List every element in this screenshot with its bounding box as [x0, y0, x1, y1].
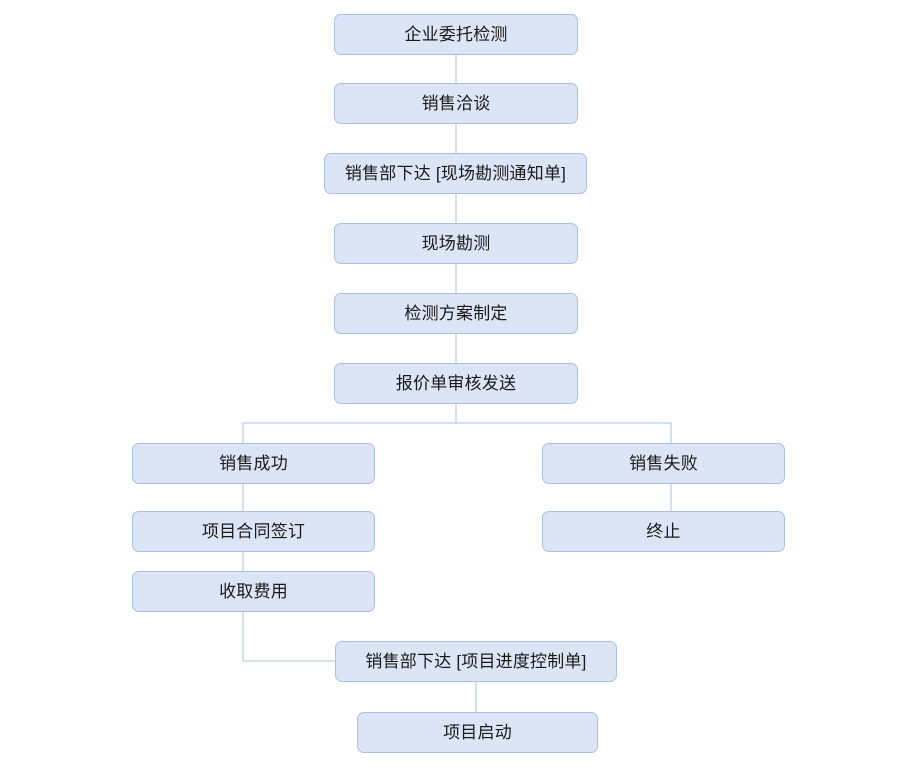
flowchart-node-n7[interactable]: 销售成功 — [132, 443, 375, 484]
flowchart-node-label: 销售部下达 [项目进度控制单] — [365, 652, 587, 671]
flowchart-node-n10[interactable]: 终止 — [542, 511, 785, 552]
flowchart-node-n1[interactable]: 企业委托检测 — [334, 14, 578, 55]
flowchart-node-n4[interactable]: 现场勘测 — [334, 223, 578, 264]
flowchart-node-n6[interactable]: 报价单审核发送 — [334, 363, 578, 404]
flowchart-node-label: 终止 — [646, 522, 681, 541]
flowchart-node-label: 销售部下达 [现场勘测通知单] — [344, 164, 567, 183]
flowchart-node-n9[interactable]: 项目合同签订 — [132, 511, 375, 552]
flowchart-node-label: 现场勘测 — [421, 234, 491, 253]
flowchart-node-label: 检测方案制定 — [404, 304, 508, 323]
flowchart-node-label: 报价单审核发送 — [395, 374, 517, 393]
flowchart-node-n13[interactable]: 项目启动 — [357, 712, 598, 753]
flowchart-node-label: 收取费用 — [219, 582, 288, 601]
flowchart-node-n2[interactable]: 销售洽谈 — [334, 83, 578, 124]
flowchart-node-label: 销售成功 — [219, 454, 288, 473]
flowchart-node-n5[interactable]: 检测方案制定 — [334, 293, 578, 334]
flowchart-node-n11[interactable]: 收取费用 — [132, 571, 375, 612]
flowchart-node-label: 销售失败 — [629, 454, 698, 473]
flowchart-node-label: 项目启动 — [443, 723, 512, 742]
flowchart-node-label: 企业委托检测 — [404, 25, 508, 44]
flowchart-node-n12[interactable]: 销售部下达 [项目进度控制单] — [335, 641, 617, 682]
flowchart-node-n8[interactable]: 销售失败 — [542, 443, 785, 484]
flowchart-node-n3[interactable]: 销售部下达 [现场勘测通知单] — [324, 153, 587, 194]
flowchart-node-label: 销售洽谈 — [421, 94, 491, 113]
flowchart-node-label: 项目合同签订 — [201, 522, 306, 541]
